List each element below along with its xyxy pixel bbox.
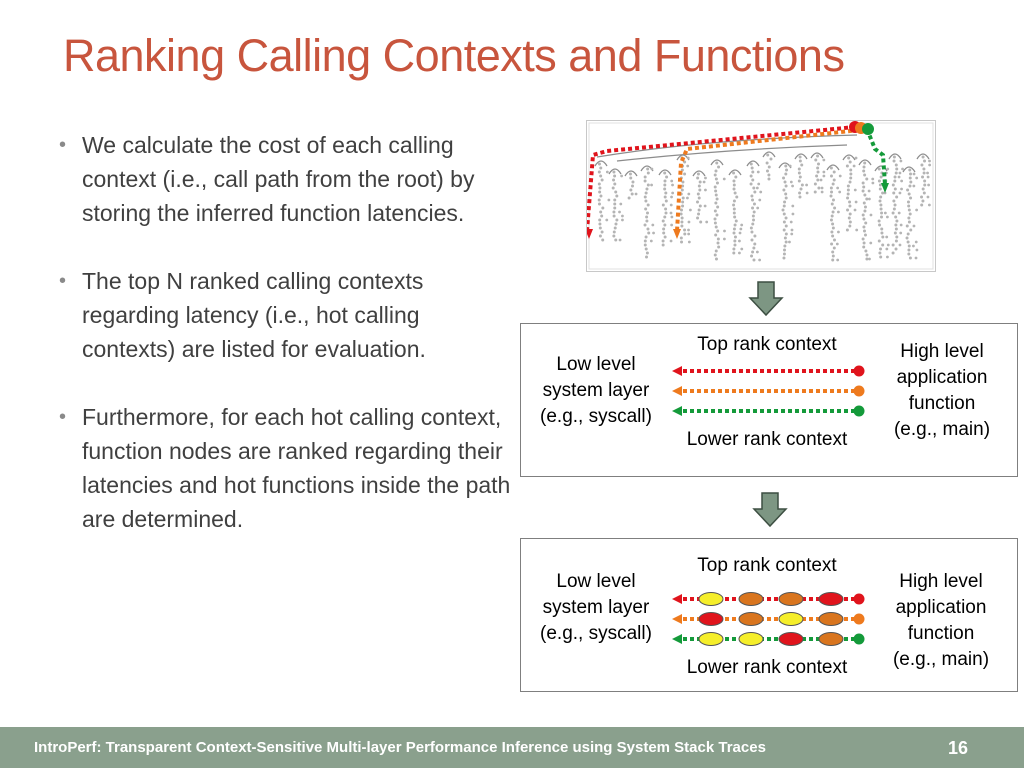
top-rank-label: Top rank context	[697, 555, 837, 576]
bullet-text: Furthermore, for each hot calling contex…	[82, 404, 511, 532]
bullet-dot-icon: •	[59, 134, 67, 156]
down-arrow-icon	[748, 281, 784, 317]
high-level-label: High level application function (e.g., m…	[893, 341, 991, 440]
bullet-list: • We calculate the cost of each calling c…	[58, 128, 518, 570]
call-tree-image	[585, 120, 936, 272]
low-level-label: Low level system layer (e.g., syscall)	[540, 571, 652, 644]
bullet-item: • The top N ranked calling contexts regar…	[58, 264, 518, 366]
footer-text: IntroPerf: Transparent Context-Sensitive…	[34, 739, 766, 756]
context-paths-graphic	[672, 365, 865, 417]
lower-rank-label: Lower rank context	[686, 657, 848, 678]
bullet-item: • Furthermore, for each hot calling conte…	[58, 400, 518, 536]
low-level-label: Low level system layer (e.g., syscall)	[540, 354, 652, 427]
ranked-contexts-panel: Low level system layer (e.g., syscall) T…	[520, 323, 1018, 477]
page-number: 16	[948, 738, 969, 758]
bullet-text: The top N ranked calling contexts regard…	[82, 268, 426, 362]
call-tree-graphic	[585, 121, 934, 270]
top-rank-label: Top rank context	[697, 334, 837, 355]
bullet-dot-icon: •	[59, 406, 67, 428]
bullet-item: • We calculate the cost of each calling c…	[58, 128, 518, 230]
function-nodes-graphic	[672, 592, 865, 646]
slide-title: Ranking Calling Contexts and Functions	[63, 30, 845, 81]
footer-bar: IntroPerf: Transparent Context-Sensitive…	[0, 727, 1024, 768]
ranked-functions-panel: Low level system layer (e.g., syscall) T…	[520, 538, 1018, 692]
bullet-dot-icon: •	[59, 270, 67, 292]
bullet-text: We calculate the cost of each calling co…	[82, 132, 475, 226]
high-level-label: High level application function (e.g., m…	[892, 571, 990, 670]
down-arrow-icon	[752, 492, 788, 528]
lower-rank-label: Lower rank context	[686, 429, 848, 450]
